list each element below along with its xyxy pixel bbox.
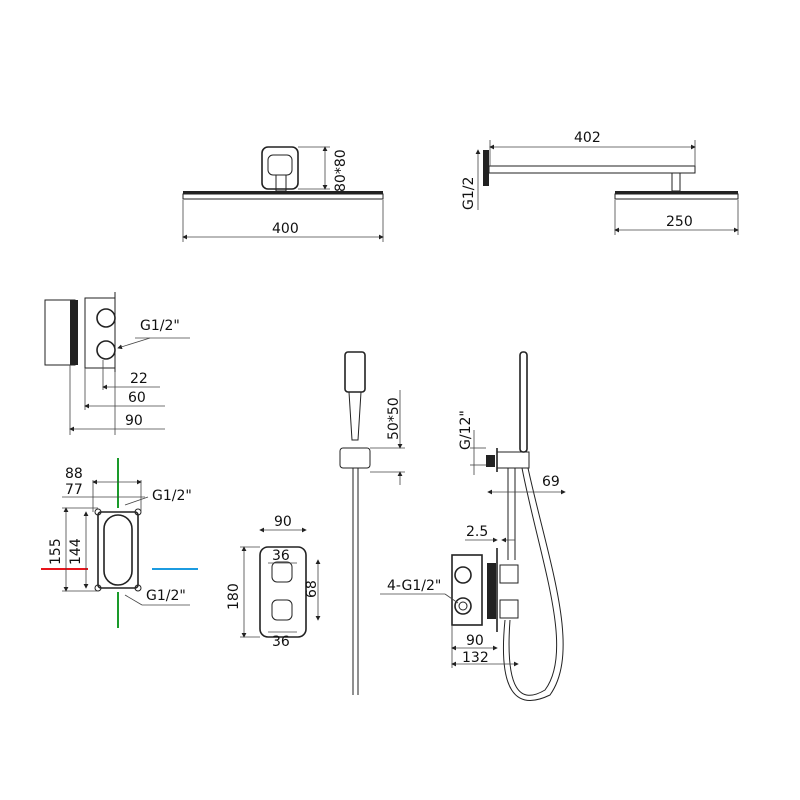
ceiling-shower-head-view: 400 80*80 [182,146,384,242]
dim-68: 68 [304,580,320,598]
wall-arm-view: 402 250 G1/2 [461,130,739,235]
assembly-side-view: 69 G/12" 2.5 4-G1/2" 90 132 [380,351,566,701]
dim-402: 402 [574,130,601,146]
dim-60: 60 [128,390,146,406]
dim-400: 400 [272,221,299,237]
dim-250: 250 [666,214,693,230]
dim-88: 88 [65,466,83,482]
dim-g12-assembly: G/12" [458,410,474,450]
dim-4-g12: 4-G1/2" [387,578,441,594]
dim-80x80: 80*80 [333,149,349,192]
trim-plate-view: 90 36 36 180 68 [226,514,321,650]
dim-g12-top: G1/2" [152,488,192,504]
dim-g12-wall: G1/2 [461,177,477,210]
dim-144: 144 [68,538,84,565]
dim-36-bottom: 36 [272,634,290,650]
dim-90-assembly: 90 [466,633,484,649]
valve-side-view: G1/2" 22 60 90 [44,292,190,435]
dim-g12-bottom: G1/2" [146,588,186,604]
dim-155: 155 [48,538,64,565]
dim-77: 77 [65,482,83,498]
dim-22: 22 [130,371,148,387]
dim-180: 180 [226,583,242,610]
dim-90-side: 90 [125,413,143,429]
dim-50x50: 50*50 [386,397,402,440]
dim-36-top: 36 [272,548,290,564]
dim-g12-side: G1/2" [140,318,180,334]
dim-132: 132 [462,650,489,666]
hand-shower-view: 50*50 [339,351,405,695]
valve-front-view: 88 77 G1/2" 155 144 G1/2" [41,458,198,628]
dim-90-trim: 90 [274,514,292,530]
dim-2-5: 2.5 [466,524,488,540]
dim-69: 69 [542,474,560,490]
